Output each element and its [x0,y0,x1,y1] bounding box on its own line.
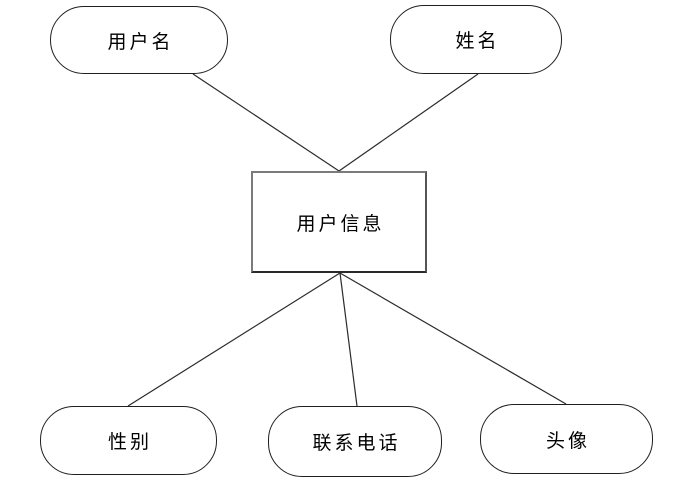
edge-entity-to-avatar [339,272,567,405]
attribute-node-avatar: 头像 [480,404,653,474]
attribute-node-gender: 性别 [40,406,217,475]
attribute-label-username: 用户名 [107,31,174,53]
attribute-label-name: 姓名 [455,31,500,52]
entity-label-user-info: 用户信息 [296,213,385,235]
attribute-label-gender: 性别 [107,432,152,453]
attribute-node-username: 用户名 [50,6,228,74]
attribute-node-name: 姓名 [390,5,562,74]
edge-entity-to-gender [127,272,341,407]
attribute-node-phone: 联系电话 [268,406,442,477]
attribute-label-phone: 联系电话 [312,433,401,454]
attribute-label-avatar: 头像 [545,430,590,452]
edge-entity-to-phone [339,272,358,407]
edge-name-to-entity [338,73,479,172]
entity-node-user-info: 用户信息 [251,171,427,273]
edge-username-to-entity [192,73,340,172]
